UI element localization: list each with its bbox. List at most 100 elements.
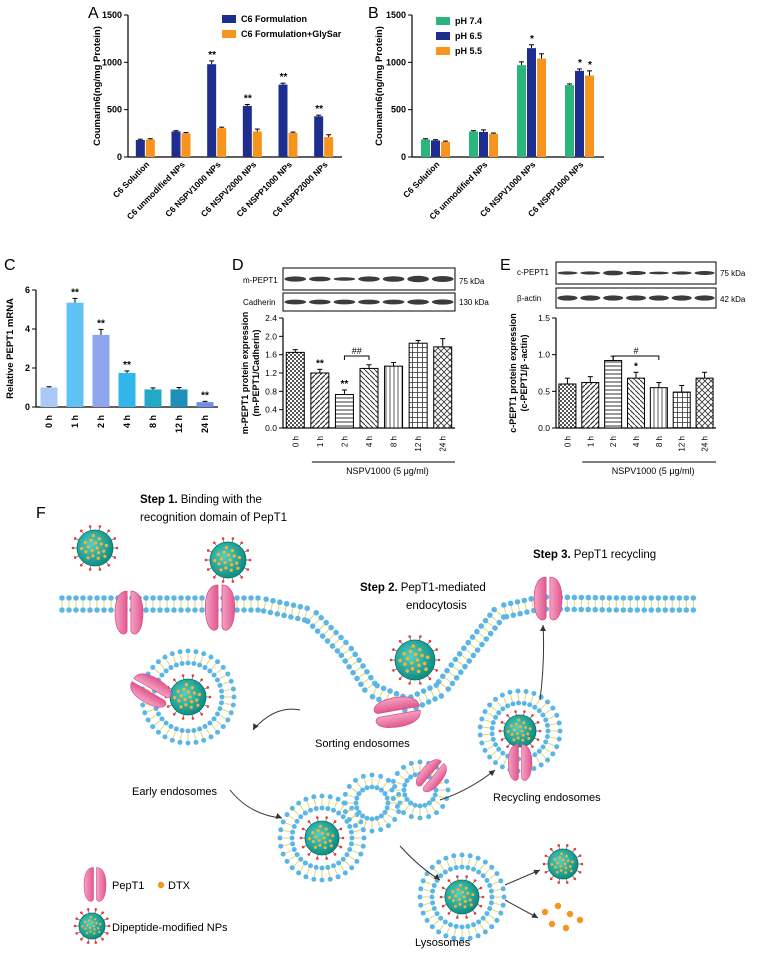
lipid-head xyxy=(288,614,294,620)
dtx-dot xyxy=(311,831,315,835)
lipid-head xyxy=(193,739,199,745)
dtx-dot xyxy=(559,869,563,872)
y-tick-label: 1.0 xyxy=(538,350,550,360)
lipid-tail xyxy=(387,813,393,819)
significance-mark: ** xyxy=(208,50,216,61)
np-ligand-tip xyxy=(246,549,250,552)
lipid-tail xyxy=(494,902,501,906)
lipid-tail xyxy=(446,927,450,934)
lipid-head xyxy=(438,915,444,921)
lipid-head xyxy=(487,612,493,618)
lipid-head xyxy=(164,607,170,613)
lipid-head xyxy=(241,595,247,601)
lipid-tail xyxy=(496,611,502,616)
lipid-head xyxy=(475,855,481,861)
lipid-head xyxy=(217,706,223,712)
pept1-lobe xyxy=(130,590,144,635)
dtx-dot xyxy=(323,840,327,844)
lipid-tail xyxy=(491,706,497,712)
blot-band xyxy=(284,276,307,282)
np-ligand-tip xyxy=(191,717,195,720)
lipid-head xyxy=(168,723,174,729)
blot-band xyxy=(557,271,578,275)
lipid-tail xyxy=(224,689,231,692)
lipid-head xyxy=(364,785,370,791)
dtx-dot xyxy=(97,927,100,930)
x-tick-label: 24 h xyxy=(701,436,710,452)
lipid-head xyxy=(385,823,391,829)
np-ligand-tip xyxy=(73,924,77,928)
panel-label-f: F xyxy=(36,505,46,522)
lipid-tail xyxy=(193,733,196,740)
bar xyxy=(384,365,404,429)
dtx-dot xyxy=(560,852,563,855)
lipid-head xyxy=(634,595,641,601)
np-ligand-tip xyxy=(75,932,78,935)
lipid-head xyxy=(155,729,161,735)
lipid-head xyxy=(431,883,437,889)
lipid-tail xyxy=(517,604,520,611)
bar xyxy=(558,383,577,429)
np-ligand-tip xyxy=(339,845,343,849)
lipid-tail xyxy=(180,654,183,661)
lipid-head xyxy=(308,863,314,869)
np-ligand-tip xyxy=(447,879,451,882)
blot-band xyxy=(333,277,356,281)
lipid-head xyxy=(487,905,493,911)
arrow-head xyxy=(488,770,495,777)
lipid-head xyxy=(296,800,302,806)
x-tick-label: 1 h xyxy=(70,415,80,428)
lipid-head xyxy=(676,595,683,601)
y-tick-label: 2.4 xyxy=(265,313,277,323)
lipid-head xyxy=(564,606,571,613)
lipid-head xyxy=(346,816,352,822)
panel-label-e: E xyxy=(500,257,511,274)
significance-mark: ** xyxy=(341,379,349,390)
np-ligand-tip xyxy=(301,827,305,831)
treatment-label: NSPV1000 (5 μg/ml) xyxy=(346,466,429,476)
lipid-head xyxy=(162,654,168,660)
lipid-tail xyxy=(489,874,495,880)
lipid-head xyxy=(73,595,79,601)
bar xyxy=(242,105,252,157)
lipid-head xyxy=(474,647,481,653)
bar xyxy=(285,351,305,429)
lipid-head xyxy=(255,595,261,601)
dtx-dot xyxy=(522,721,526,725)
lipid-head xyxy=(208,654,214,660)
lipid-tail xyxy=(363,820,367,827)
dtx-dot xyxy=(236,566,240,570)
lipid-tail xyxy=(327,799,331,806)
lipid-head xyxy=(474,628,480,635)
lipid-head xyxy=(341,800,347,806)
legend-label: C6 Formulation+GlySar xyxy=(241,29,342,39)
lipid-head xyxy=(475,933,481,939)
lipid-head xyxy=(230,702,236,708)
np-ligand-tip xyxy=(408,682,411,685)
lipid-head xyxy=(349,865,355,871)
bar xyxy=(118,372,136,407)
lipid-head xyxy=(387,688,393,694)
lipid-head xyxy=(302,810,308,816)
lipid-head xyxy=(599,594,606,601)
bar xyxy=(359,367,379,429)
dtx-dot xyxy=(411,644,415,648)
lipid-head xyxy=(482,859,488,865)
lipid-head xyxy=(470,866,476,872)
y-tick-label: 500 xyxy=(107,105,122,115)
np-ligand-tip xyxy=(88,525,92,528)
lipid-head xyxy=(487,883,493,889)
y-tick-label: 0.8 xyxy=(265,386,277,396)
lipid-head xyxy=(488,888,494,894)
bar xyxy=(144,389,162,407)
lipid-head xyxy=(401,810,407,816)
dtx-dot xyxy=(524,725,528,729)
dtx-dot xyxy=(554,865,557,869)
lipid-head xyxy=(401,764,407,770)
dtx-dot xyxy=(97,537,101,541)
lipid-head xyxy=(291,846,297,852)
lipid-head xyxy=(368,674,374,681)
lipid-head xyxy=(360,827,366,833)
lipid-head xyxy=(319,877,325,883)
dtx-dot xyxy=(104,543,109,548)
